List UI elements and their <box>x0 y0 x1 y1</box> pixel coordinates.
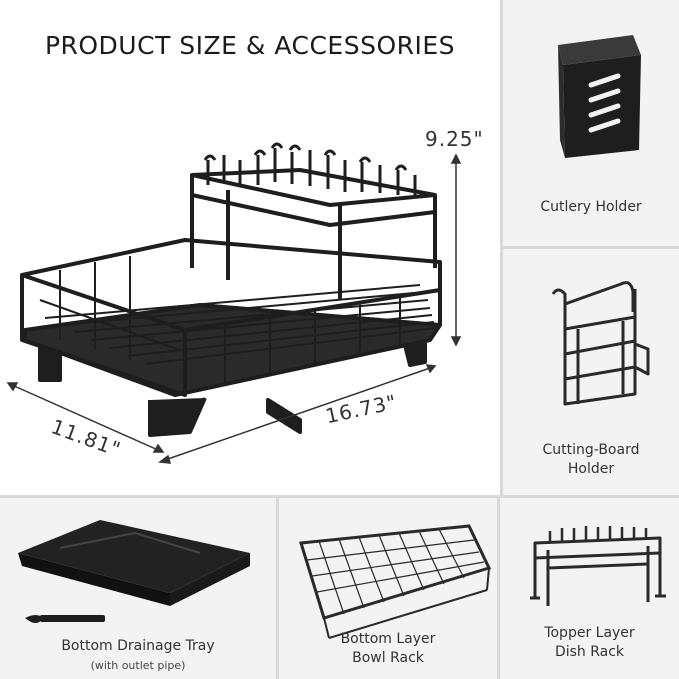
cutting-board-label-line2: Holder <box>567 461 615 477</box>
bowl-rack-label-line1: Bottom Layer <box>340 631 436 647</box>
drainage-tray-icon <box>18 520 250 623</box>
topper-rack-label-line2: Dish Rack <box>554 644 625 660</box>
cutlery-holder-label: Cutlery Holder <box>540 199 642 215</box>
page-title: PRODUCT SIZE & ACCESSORIES <box>44 31 456 60</box>
cutting-board-panel: Cutting-Board Holder <box>503 249 679 495</box>
bowl-rack-label: Bottom Layer Bowl Rack <box>279 630 497 668</box>
topper-rack-icon <box>530 526 666 606</box>
topper-rack-label-line1: Topper Layer <box>544 625 635 641</box>
drainage-tray-label-line1: Bottom Drainage Tray <box>61 638 215 654</box>
main-product-area: PRODUCT SIZE & ACCESSORIES <box>6 31 484 464</box>
topper-rack-label: Topper Layer Dish Rack <box>500 624 679 662</box>
dish-rack-image <box>6 142 462 464</box>
drainage-tray-label: Bottom Drainage Tray (with outlet pipe) <box>0 637 276 675</box>
divider-vertical <box>500 0 503 679</box>
height-dimension: 9.25" <box>425 127 484 151</box>
bowl-rack-panel: Bottom Layer Bowl Rack <box>279 498 497 679</box>
cutting-board-label: Cutting-Board Holder <box>503 441 679 479</box>
cutlery-holder-panel: Cutlery Holder <box>503 0 679 246</box>
cutting-board-holder-icon <box>551 281 650 406</box>
divider-bottom-1 <box>276 498 279 679</box>
divider-bottom-2 <box>497 498 500 679</box>
bowl-rack-label-line2: Bowl Rack <box>352 650 424 666</box>
bowl-rack-icon <box>299 524 492 639</box>
drainage-tray-panel: Bottom Drainage Tray (with outlet pipe) <box>0 498 276 679</box>
topper-rack-panel: Topper Layer Dish Rack <box>500 498 679 679</box>
divider-right <box>503 246 679 249</box>
divider-horizontal <box>0 495 679 498</box>
cutting-board-label-line1: Cutting-Board <box>542 442 640 458</box>
cutlery-holder-icon <box>558 35 641 158</box>
drainage-tray-label-line2: (with outlet pipe) <box>90 659 186 672</box>
